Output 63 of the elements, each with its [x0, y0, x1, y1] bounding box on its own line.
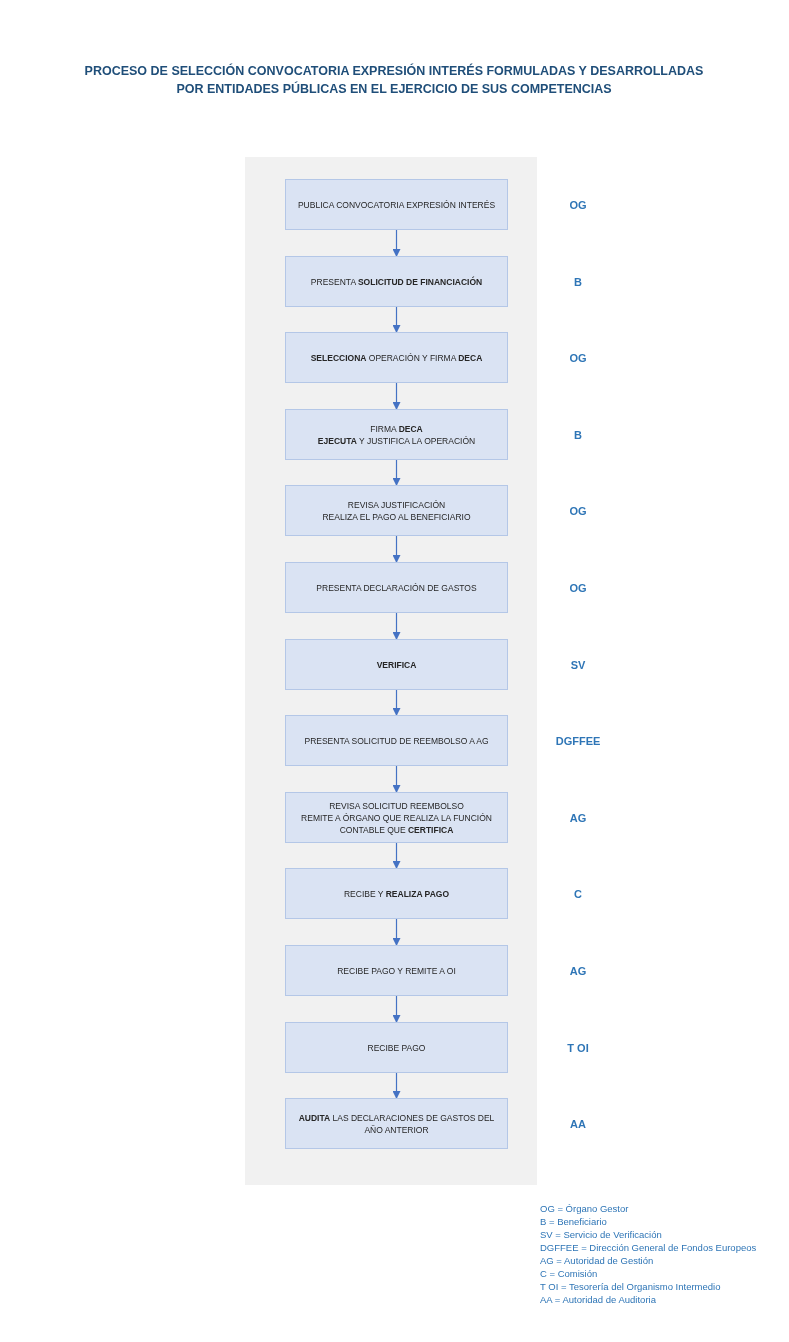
arrow: [392, 689, 401, 716]
arrow: [392, 382, 401, 410]
actor-label: AG: [568, 810, 588, 825]
abbreviation-note: C = Comisión: [540, 1267, 599, 1280]
step-text: PRESENTA SOLICITUD DE REEMBOLSO A AG: [304, 734, 489, 747]
step-text: RECIBE PAGO Y REMITE A OI: [337, 964, 456, 977]
actor-label: T OI: [566, 1040, 590, 1055]
abbreviation-note: SV = Servicio de Verificación: [540, 1228, 663, 1241]
actor-label: C: [573, 886, 583, 901]
process-box: [285, 945, 508, 996]
actor-label: OG: [568, 197, 588, 212]
step-text: REVISA JUSTIFICACIÓN: [347, 498, 446, 511]
arrow: [392, 459, 401, 486]
step-text: REVISA SOLICITUD REEMBOLSO: [329, 799, 464, 812]
process-box: [285, 256, 508, 307]
abbreviation-note: B = Beneficiario: [540, 1215, 608, 1228]
process-box: [285, 485, 508, 536]
step-text: SELECCIONA OPERACIÓN Y FIRMA DECA: [310, 351, 483, 364]
step-text: REALIZA EL PAGO AL BENEFICIARIO: [322, 510, 471, 523]
arrow: [392, 918, 401, 946]
process-box: [285, 1098, 508, 1149]
title: PROCESO DE SELECCIÓN CONVOCATORIA EXPRESIÓN INTERÉS FORMULADAS Y DESARROLLADAS POR ENTIDADES PÚBLICAS EN EL EJERCICIO DE SUS COMPETENCIAS: [83, 62, 705, 98]
step-text: VERIFICA: [376, 658, 417, 671]
arrow: [392, 535, 401, 563]
step-text: EJECUTA Y JUSTIFICA LA OPERACIÓN: [317, 434, 476, 447]
arrow: [392, 229, 401, 257]
abbreviation-note: AA = Autoridad de Auditoria: [540, 1293, 657, 1306]
step-text: PRESENTA SOLICITUD DE FINANCIACIÓN: [310, 275, 483, 288]
step-text: PUBLICA CONVOCATORIA EXPRESIÓN INTERÉS: [297, 198, 496, 211]
actor-label: DGFFEE: [554, 733, 602, 748]
process-box: [285, 332, 508, 383]
actor-label: B: [573, 427, 583, 442]
process-box: [285, 179, 508, 230]
step-text: FIRMA DECA: [370, 422, 423, 435]
abbreviation-note: T OI = Tesorería del Organismo Intermedio: [540, 1280, 722, 1293]
actor-label: B: [573, 274, 583, 289]
actor-label: OG: [568, 580, 588, 595]
arrow: [392, 1072, 401, 1099]
process-box: [285, 715, 508, 766]
process-box: [285, 792, 508, 843]
actor-label: OG: [568, 350, 588, 365]
arrow: [392, 612, 401, 640]
process-box: [285, 639, 508, 690]
arrow: [392, 765, 401, 793]
step-text: PRESENTA DECLARACIÓN DE GASTOS: [316, 581, 477, 594]
abbreviation-note: OG = Órgano Gestor: [540, 1202, 630, 1215]
abbreviation-note: AG = Autoridad de Gestión: [540, 1254, 655, 1267]
arrow: [392, 995, 401, 1023]
abbreviation-note: DGFFEE = Dirección General de Fondos Europeos: [540, 1241, 757, 1254]
process-box: [285, 868, 508, 919]
actor-label: SV: [569, 657, 587, 672]
arrow: [392, 842, 401, 869]
process-box: [285, 1022, 508, 1073]
actor-label: AG: [568, 963, 588, 978]
process-box: [285, 409, 508, 460]
step-text: RECIBE PAGO: [367, 1041, 426, 1054]
arrow: [392, 306, 401, 333]
actor-label: OG: [568, 503, 588, 518]
step-text: AUDITA LAS DECLARACIONES DE GASTOS DEL AÑO ANTERIOR: [297, 1111, 496, 1136]
step-text: REMITE A ÓRGANO QUE REALIZA LA FUNCIÓN CONTABLE QUE CERTIFICA: [300, 811, 493, 836]
step-text: RECIBE Y REALIZA PAGO: [344, 887, 449, 900]
actor-label: AA: [569, 1116, 587, 1131]
process-box: [285, 562, 508, 613]
